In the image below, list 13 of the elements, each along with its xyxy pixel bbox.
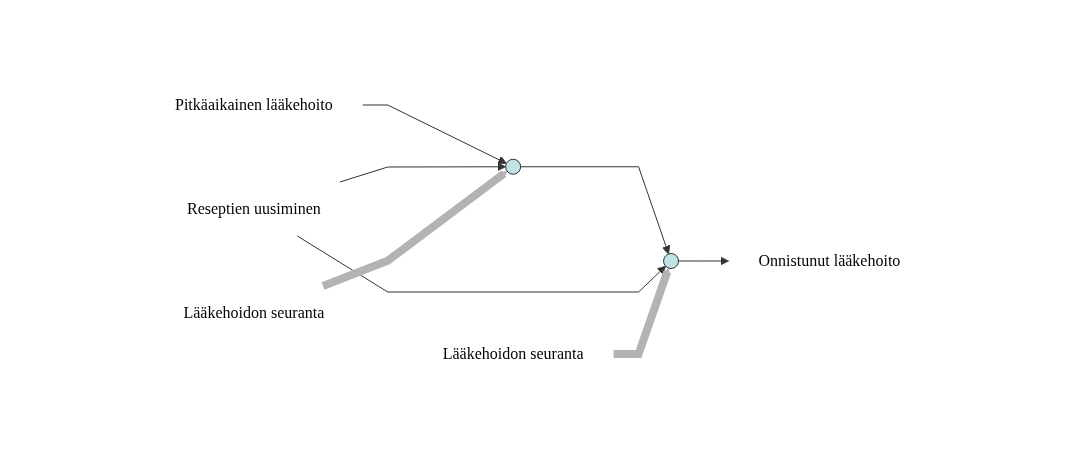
arrow: [321, 169, 508, 290]
arrow: [362, 104, 507, 164]
node-text: Onnistunut lääkehoito: [758, 251, 901, 269]
arrow: [520, 165, 670, 254]
arrow: [296, 235, 666, 292]
node-text: Lääkehoidon seuranta: [183, 303, 325, 321]
arrow: [339, 161, 506, 182]
node-text: Reseptien uusiminen: [186, 199, 321, 217]
node-circle: [662, 252, 679, 269]
node-text: Pitkäaikainen lääkehoito: [174, 95, 333, 113]
node-text: Lääkehoidon seuranta: [442, 344, 584, 362]
arrow: [677, 256, 729, 265]
node-circle: [505, 158, 521, 175]
